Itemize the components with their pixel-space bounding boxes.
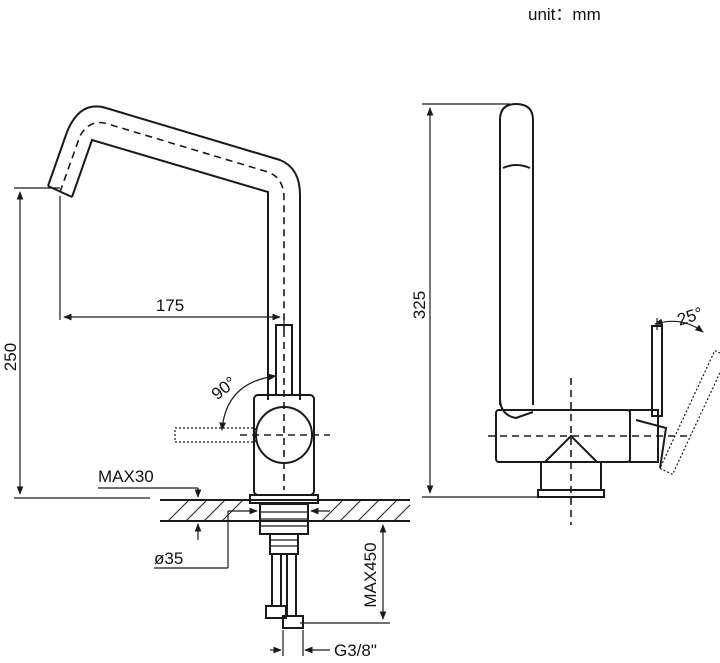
side-handle-cap [629,409,659,463]
hose-right [286,553,297,617]
front-spout-outline [47,105,301,400]
dim-spout-height: 325 [410,291,429,319]
dim-total-height: 250 [1,343,20,371]
side-handle-tilted [659,349,720,476]
unit-label: unit：mm [528,5,601,24]
side-collar [544,434,598,463]
handle-rotation-label: 90° [208,373,240,404]
front-view: 90° 250 [1,105,411,660]
hose-right-fitting [282,615,304,629]
hose-left [271,553,282,607]
mounting-shank [269,533,299,555]
side-spout-outline [499,102,534,405]
dim-spout-reach: 175 [156,296,184,315]
front-handle-rotated [174,427,256,443]
dim-hole-diameter: ø35 [154,549,183,568]
side-view: 325 25° [410,102,720,525]
dim-deck-thickness: MAX30 [98,467,154,486]
handle-tilt-label: 25° [675,304,705,330]
side-spout-joint [499,397,534,420]
counter-hatching [167,499,411,522]
handle-rotation-arc [219,373,277,431]
dim-connection-thread: G3/8" [334,641,377,660]
handle-tilt-arc [654,318,704,333]
side-handle-rod [651,325,663,417]
dim-hose-length: MAX450 [361,542,380,607]
hose-left-fitting [265,605,287,619]
front-spout-inner [71,138,269,400]
